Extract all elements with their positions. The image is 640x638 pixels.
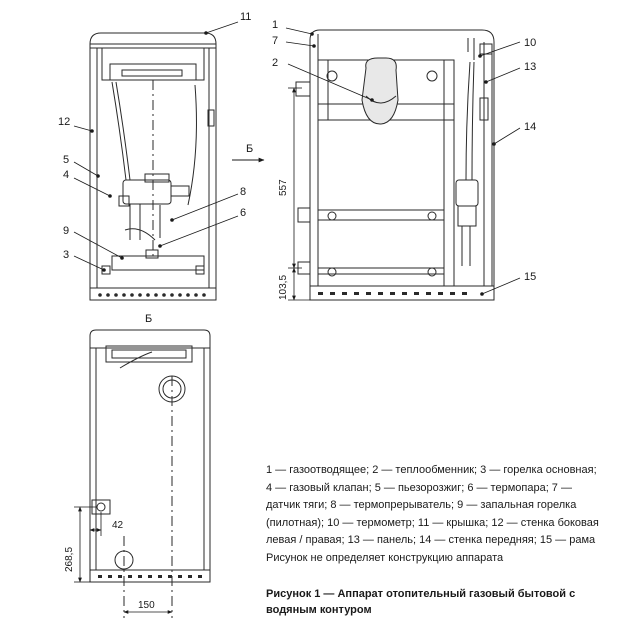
legend: 1 — газоотводящее; 2 — теплообменник; 3 … — [266, 462, 618, 568]
section-arrow: Б — [232, 143, 265, 163]
dim-103-5: 103,5 — [278, 275, 289, 300]
label-4: 4 — [63, 169, 69, 181]
svg-text:Б: Б — [246, 143, 253, 155]
label-5: 5 — [63, 154, 69, 166]
caption-line: водяным контуром — [266, 604, 372, 616]
view-b-label: Б — [145, 313, 152, 325]
label-10: 10 — [524, 37, 536, 49]
dim-150: 150 — [138, 600, 155, 611]
label-1: 1 — [272, 19, 278, 31]
legend-line: 4 — газовый клапан; 5 — пьезорозжиг; 6 —… — [266, 481, 572, 494]
label-3: 3 — [63, 249, 69, 261]
front-view — [89, 32, 217, 301]
base-slots — [98, 293, 206, 297]
side-leaders — [285, 27, 521, 295]
front-leaders — [73, 21, 239, 271]
side-view — [295, 29, 495, 301]
legend-line: датчик тяги; 8 — термопрерыватель; 9 — з… — [266, 499, 577, 512]
label-6: 6 — [240, 207, 246, 219]
front-base — [89, 287, 217, 301]
label-15: 15 — [524, 271, 536, 283]
rear-casing — [89, 329, 211, 583]
label-13: 13 — [524, 61, 536, 73]
legend-line: левая / правая; 13 — панель; 14 — стенка… — [266, 534, 596, 547]
rear-view — [89, 329, 211, 618]
side-dimensions — [288, 87, 310, 301]
legend-line: 1 — газоотводящее; 2 — теплообменник; 3 … — [266, 464, 597, 476]
flue-hood — [361, 57, 399, 125]
lid — [89, 32, 217, 49]
legend-line: (пилотная); 10 — термометр; 11 — крышка;… — [266, 516, 599, 529]
dim-42: 42 — [112, 520, 124, 531]
label-2: 2 — [272, 57, 278, 69]
rear-dimensions — [74, 506, 173, 614]
label-14: 14 — [524, 121, 536, 133]
legend-note: Рисунок не определяет конструкцию аппара… — [266, 551, 504, 564]
dim-268-5: 268,5 — [64, 547, 75, 572]
figure-caption: Рисунок 1 — Аппарат отопительный газовый… — [266, 586, 618, 618]
gas-valve — [122, 179, 172, 205]
label-12: 12 — [58, 116, 70, 128]
dim-557: 557 — [278, 179, 289, 196]
label-8: 8 — [240, 186, 246, 198]
label-7: 7 — [272, 35, 278, 47]
caption-line: Рисунок 1 — Аппарат отопительный газовый… — [266, 588, 576, 600]
label-9: 9 — [63, 225, 69, 237]
label-11: 11 — [240, 11, 251, 23]
side-base — [309, 285, 495, 301]
